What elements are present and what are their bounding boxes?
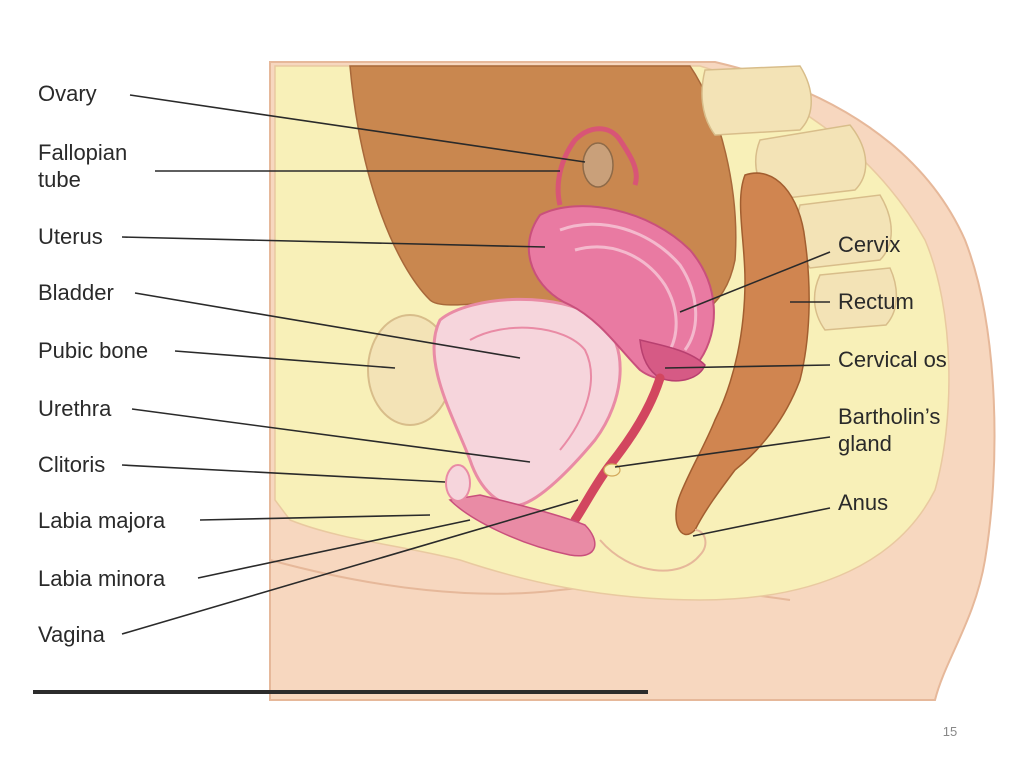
- label-fallopian-line1: Fallopian: [38, 140, 127, 165]
- label-cervical-os: Cervical os: [838, 347, 947, 372]
- ovary: [582, 142, 614, 188]
- leader-pubic-bone: [174, 350, 396, 369]
- label-rectum: Rectum: [838, 289, 914, 314]
- page-number: 15: [942, 724, 958, 739]
- perineum: [599, 529, 707, 572]
- leader-urethra: [131, 408, 531, 463]
- label-bladder: Bladder: [38, 280, 114, 305]
- leader-lines: [121, 94, 831, 635]
- leader-cervical-os: [664, 364, 831, 369]
- leader-ovary: [129, 94, 586, 163]
- cervix: [639, 339, 706, 382]
- label-labia-majora: Labia majora: [38, 508, 166, 533]
- label-vagina: Vagina: [38, 622, 106, 647]
- leader-labia-minora: [197, 519, 471, 579]
- label-urethra: Urethra: [38, 396, 112, 421]
- label-fallopian-line2: tube: [38, 167, 81, 192]
- label-ovary: Ovary: [38, 81, 97, 106]
- label-clitoris: Clitoris: [38, 452, 105, 477]
- leader-cervix: [679, 251, 831, 313]
- bartholin-gland: [603, 463, 621, 477]
- labels-right: Cervix Rectum Cervical os Bartholin’s gl…: [838, 232, 947, 515]
- leader-clitoris: [121, 464, 446, 483]
- leader-bartholin: [614, 436, 831, 468]
- label-bartholin-line2: gland: [838, 431, 892, 456]
- labia-region: [448, 494, 596, 557]
- leader-uterus: [121, 236, 546, 248]
- label-anus: Anus: [838, 490, 888, 515]
- leader-bladder: [134, 292, 521, 359]
- label-cervix: Cervix: [838, 232, 900, 257]
- leader-anus: [692, 507, 831, 537]
- bottom-rule: [33, 690, 648, 694]
- labels-left: Ovary Fallopian tube Uterus Bladder Pubi…: [38, 81, 166, 647]
- label-labia-minora: Labia minora: [38, 566, 166, 591]
- bladder-lining: [469, 326, 592, 451]
- leader-labia-majora: [199, 514, 431, 521]
- label-uterus: Uterus: [38, 224, 103, 249]
- leader-vagina: [121, 499, 579, 635]
- uterus-layers: [559, 222, 698, 351]
- label-bartholin-line1: Bartholin’s: [838, 404, 940, 429]
- clitoris: [445, 464, 471, 502]
- sacrum: [701, 65, 898, 331]
- illustration: [269, 61, 996, 701]
- fallopian-tube: [555, 126, 639, 206]
- label-pubic-bone: Pubic bone: [38, 338, 148, 363]
